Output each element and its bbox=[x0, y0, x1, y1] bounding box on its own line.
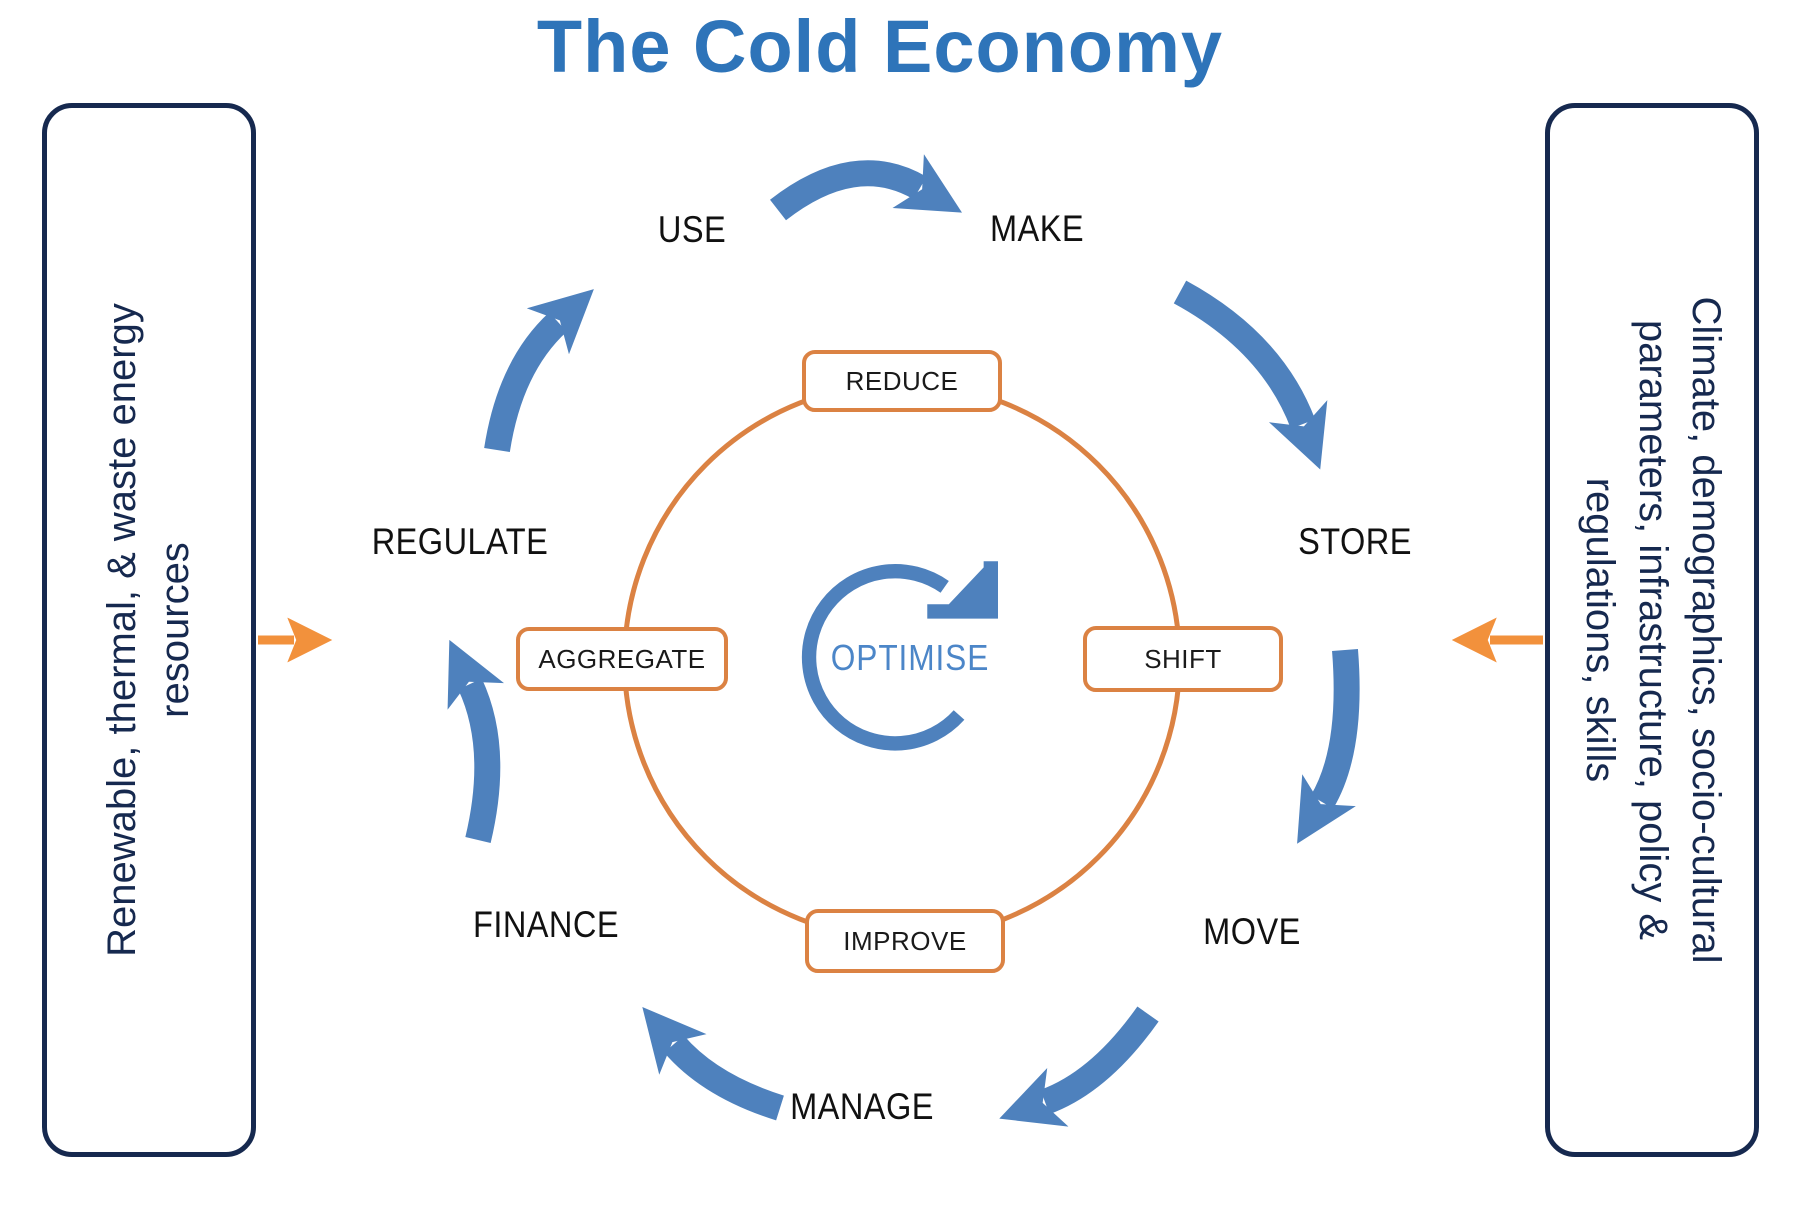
ring-label-aggregate: AGGREGATE bbox=[516, 627, 728, 691]
left-panel-line: resources bbox=[153, 542, 197, 718]
left-panel-text: Renewable, thermal, & waste energy resou… bbox=[96, 125, 202, 1135]
cycle-step-store: STORE bbox=[1298, 521, 1412, 562]
arrow-manage-to-finance bbox=[642, 1007, 784, 1121]
cycle-step-regulate: REGULATE bbox=[371, 521, 549, 562]
right-panel-line: parameters, infrastructure, policy & bbox=[1631, 319, 1676, 941]
arrow-use-to-make bbox=[770, 154, 963, 221]
ring-label-reduce: REDUCE bbox=[802, 350, 1002, 412]
ring-label-text: SHIFT bbox=[1144, 643, 1222, 674]
cycle-step-manage: MANAGE bbox=[790, 1086, 934, 1127]
arrow-make-to-store bbox=[1173, 280, 1328, 470]
ring-label-text: AGGREGATE bbox=[538, 643, 706, 674]
cycle-step-make: MAKE bbox=[989, 208, 1085, 249]
optimise-label: OPTIMISE bbox=[830, 637, 990, 678]
ring-label-improve: IMPROVE bbox=[805, 909, 1005, 973]
left-input-panel bbox=[42, 103, 256, 1157]
arrow-finance-to-regulate bbox=[447, 639, 505, 844]
ring-label-text: IMPROVE bbox=[843, 925, 967, 956]
right-panel-line: Climate, demographics, socio-cultural bbox=[1684, 296, 1729, 964]
right-panel-text: Climate, demographics, socio-cultural pa… bbox=[1574, 125, 1732, 1135]
page-title: The Cold Economy bbox=[536, 5, 1224, 88]
cycle-step-move: MOVE bbox=[1203, 911, 1301, 952]
arrow-move-to-manage bbox=[999, 1006, 1159, 1127]
right-panel-line: regulations, skills bbox=[1578, 477, 1623, 783]
cycle-step-finance: FINANCE bbox=[473, 904, 619, 945]
ring-label-text: REDUCE bbox=[845, 365, 959, 396]
right-input-panel bbox=[1545, 103, 1759, 1157]
ring-label-shift: SHIFT bbox=[1083, 626, 1283, 692]
rotate-clockwise-arrow-icon bbox=[801, 561, 998, 751]
arrow-regulate-to-use bbox=[484, 289, 594, 453]
arrow-store-to-move bbox=[1297, 648, 1360, 844]
left-panel-line: Renewable, thermal, & waste energy bbox=[100, 303, 145, 957]
cycle-step-use: USE bbox=[657, 209, 727, 250]
